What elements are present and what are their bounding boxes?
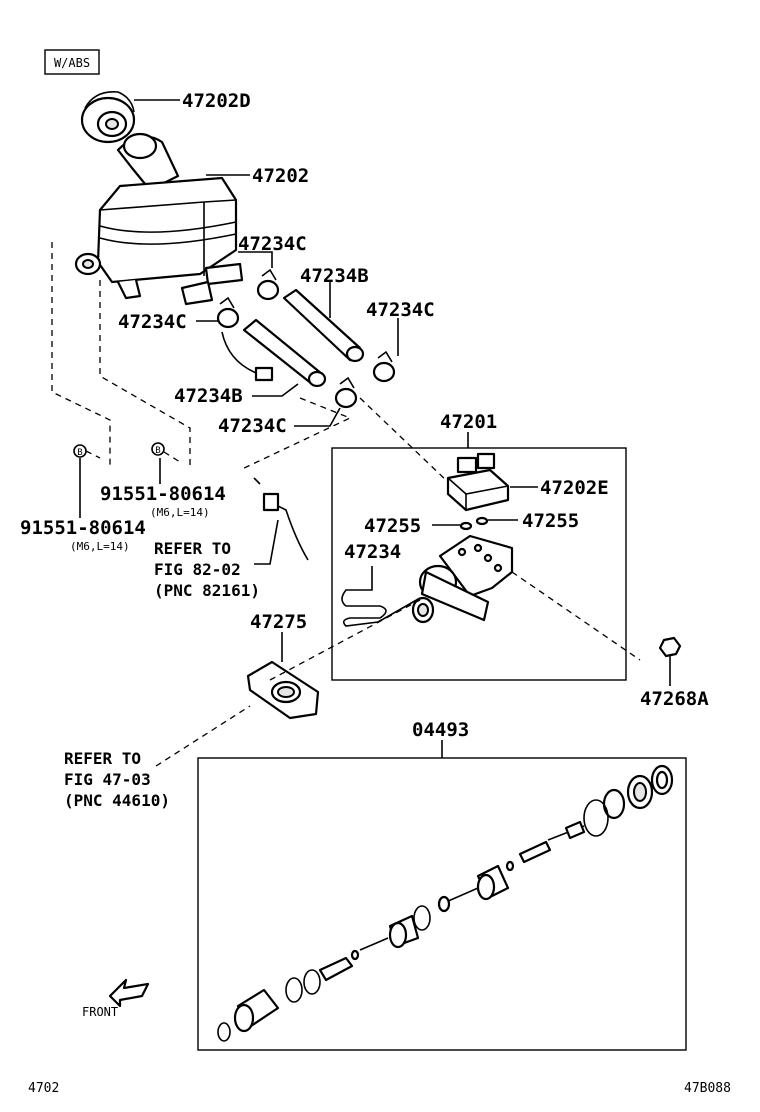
bolt-marker-b-text: B [155, 446, 160, 456]
label-bolt-b-spec: (M6,L=14) [150, 506, 210, 519]
flange-nut[interactable] [658, 636, 682, 658]
ref2-line3: (PNC 44610) [64, 791, 170, 810]
reservoir-tank[interactable] [74, 132, 244, 306]
leader-clamp-c4 [294, 407, 341, 427]
gasket-b[interactable] [475, 516, 489, 526]
ref1-line3: (PNC 82161) [154, 581, 260, 600]
ref1-line1: REFER TO [154, 539, 231, 558]
label-reservoir: 47202 [252, 165, 309, 187]
guide-ref2 [155, 705, 251, 767]
guide-grommet [359, 397, 449, 483]
bolt-marker-a-text: B [77, 448, 82, 458]
hose-clamp[interactable] [216, 296, 240, 329]
label-pipe: 47234 [344, 541, 401, 563]
sensor-connector[interactable] [262, 492, 280, 512]
repair-kit-parts[interactable] [217, 764, 674, 1042]
label-clamp-c2: 47234C [118, 311, 187, 333]
variant-tag-text: W/ABS [54, 56, 90, 70]
brake-pipe[interactable] [341, 566, 421, 627]
master-cylinder-frame [331, 447, 627, 681]
label-grommet: 47202E [540, 477, 609, 499]
label-gasket-a: 47255 [364, 515, 421, 537]
leader-hose-b2 [252, 383, 299, 397]
ref2-line1: REFER TO [64, 749, 141, 768]
label-seal: 47275 [250, 611, 307, 633]
label-clamp-c1: 47234C [238, 233, 307, 255]
guide-sensor [239, 397, 352, 471]
leader-ref1 [254, 519, 279, 565]
gasket-a[interactable] [459, 521, 473, 531]
master-cylinder-body[interactable] [411, 534, 514, 624]
label-gasket-b: 47255 [522, 510, 579, 532]
hose-clamp[interactable] [256, 268, 280, 301]
reservoir-cap[interactable] [80, 91, 136, 144]
hose-clamp[interactable] [372, 350, 396, 383]
ref2-line2: FIG 47-03 [64, 770, 151, 789]
reservoir-grommet[interactable] [446, 452, 510, 512]
front-label: FRONT [82, 1005, 118, 1019]
sensor-wire [253, 477, 309, 561]
seal-plate[interactable] [246, 660, 320, 720]
bolt-marker-b [151, 442, 165, 456]
connector[interactable] [254, 366, 274, 382]
label-clamp-c3: 47234C [366, 299, 435, 321]
guide-bolt-a [51, 242, 111, 468]
label-bolt-a-spec: (M6,L=14) [70, 540, 130, 553]
guide-bolt-b [99, 280, 191, 466]
front-arrow-icon [108, 978, 150, 1008]
label-kit: 04493 [412, 719, 469, 741]
leader-clamp-c1 [238, 251, 273, 268]
variant-tag: W/ABS [44, 49, 100, 75]
guide-nut [511, 571, 641, 661]
label-clamp-c4: 47234C [218, 415, 287, 437]
label-hose-b2: 47234B [174, 385, 243, 407]
footer-left: 4702 [28, 1081, 59, 1096]
label-bolt-a: 91551-80614 [20, 517, 146, 539]
wire [221, 331, 269, 379]
label-master-cyl: 47201 [440, 411, 497, 433]
label-hose-b1: 47234B [300, 265, 369, 287]
ref1-line2: FIG 82-02 [154, 560, 241, 579]
hose-lower[interactable] [242, 318, 327, 388]
footer-right: 47B088 [684, 1081, 731, 1096]
hose-clamp[interactable] [334, 376, 358, 409]
label-nut: 47268A [640, 688, 709, 710]
hose-upper[interactable] [282, 288, 365, 363]
label-cap: 47202D [182, 90, 251, 112]
label-bolt-b: 91551-80614 [100, 483, 226, 505]
